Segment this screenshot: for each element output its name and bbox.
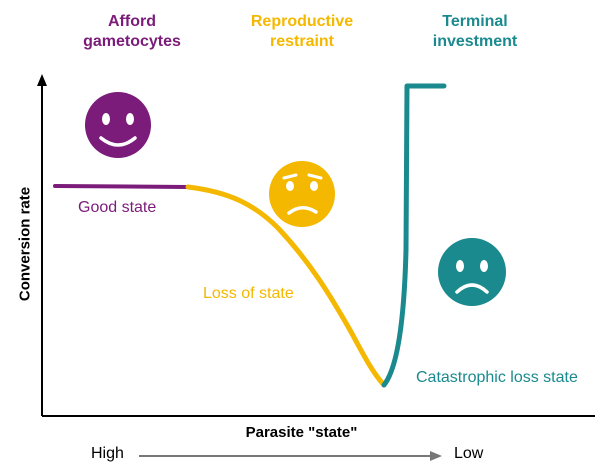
happy-face-icon [85, 92, 151, 158]
good-state-label: Good state [78, 199, 157, 216]
x-axis-label: Parasite "state" [245, 424, 358, 441]
heading-afford-gametocytes: Afford gametocytes [83, 13, 181, 50]
low-label: Low [454, 445, 484, 462]
heading-reproductive-restraint: Reproductive restraint [250, 13, 354, 50]
y-axis [37, 74, 47, 416]
good-state-curve [53, 184, 190, 189]
heading-terminal-investment: Terminal investment [432, 13, 518, 50]
sad-face-icon [438, 238, 506, 306]
high-to-low-arrow [139, 451, 442, 461]
worried-face-icon [269, 161, 335, 227]
catastrophic-loss-state-label: Catastrophic loss state [416, 369, 578, 386]
high-label: High [91, 445, 124, 462]
loss-of-state-curve [185, 184, 387, 388]
y-axis-label: Conversion rate [16, 186, 34, 302]
loss-of-state-label: Loss of state [203, 285, 294, 302]
catastrophic-loss-curve [381, 83, 447, 388]
